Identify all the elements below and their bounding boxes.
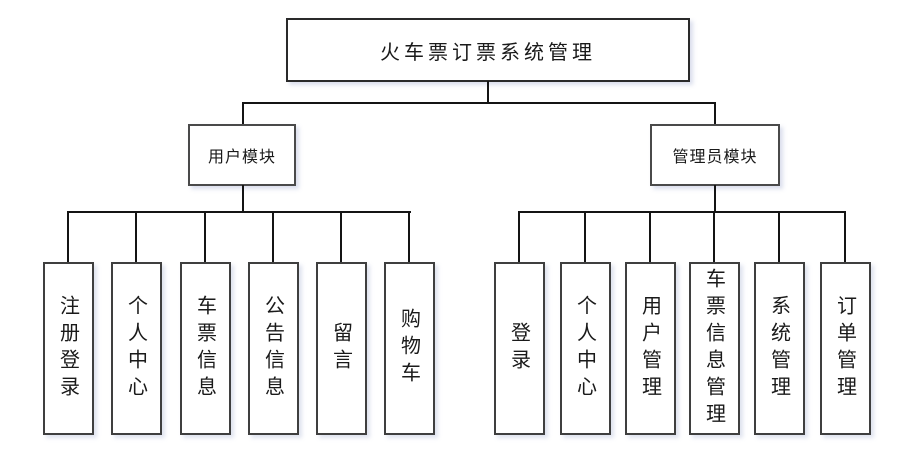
admin-module-node: 管理员模块: [650, 124, 780, 186]
leaf-node-message: 留言: [316, 262, 367, 435]
connector-drop-ticket-info-management: [713, 211, 715, 263]
connector-drop-order-management: [844, 211, 846, 263]
leaf-label-personal-center: 个人中心: [124, 294, 149, 403]
leaf-node-personal-center-admin: 个人中心: [560, 262, 611, 435]
connector-drop-shopping-cart: [408, 211, 410, 263]
connector-drop-login: [518, 211, 520, 263]
connector-drop-message: [340, 211, 342, 263]
leaf-node-login: 登录: [494, 262, 545, 435]
connector-drop-user-management: [649, 211, 651, 263]
connector-drop-personal-center: [135, 211, 137, 263]
connector-admin-bus-stem: [714, 185, 716, 213]
connector-drop-register-login: [67, 211, 69, 263]
root-node: 火车票订票系统管理: [286, 18, 690, 82]
leaf-label-personal-center-admin: 个人中心: [573, 294, 598, 403]
leaf-node-ticket-info: 车票信息: [180, 262, 231, 435]
connector-root-horizontal: [242, 102, 716, 104]
user-module-node: 用户模块: [188, 124, 296, 186]
leaf-label-shopping-cart: 购物车: [397, 308, 422, 389]
connector-drop-ticket-info: [204, 211, 206, 263]
leaf-node-ticket-info-management: 车票信息管理: [689, 262, 740, 435]
leaf-label-order-management: 订单管理: [833, 294, 858, 403]
user-module-label: 用户模块: [207, 147, 276, 166]
leaf-label-user-management: 用户管理: [638, 294, 663, 403]
leaf-node-personal-center: 个人中心: [111, 262, 162, 435]
leaf-label-register-login: 注册登录: [56, 294, 81, 403]
connector-user-module-stem: [242, 102, 244, 125]
leaf-label-ticket-info: 车票信息: [193, 294, 218, 403]
leaf-label-message: 留言: [329, 321, 354, 376]
root-node-label: 火车票订票系统管理: [380, 39, 596, 64]
leaf-node-system-management: 系统管理: [754, 262, 805, 435]
connector-root-stem: [487, 81, 489, 104]
leaf-label-announcement-info: 公告信息: [261, 294, 286, 403]
connector-user-bus: [67, 211, 411, 213]
leaf-node-announcement-info: 公告信息: [248, 262, 299, 435]
admin-module-label: 管理员模块: [672, 147, 758, 166]
connector-user-bus-stem: [242, 185, 244, 213]
leaf-node-user-management: 用户管理: [625, 262, 676, 435]
leaf-label-ticket-info-management: 车票信息管理: [702, 267, 727, 430]
connector-drop-personal-center-admin: [584, 211, 586, 263]
connector-drop-announcement-info: [272, 211, 274, 263]
connector-admin-module-stem: [714, 102, 716, 125]
leaf-label-login: 登录: [507, 321, 532, 376]
connector-admin-bus: [518, 211, 846, 213]
leaf-node-order-management: 订单管理: [820, 262, 871, 435]
leaf-node-shopping-cart: 购物车: [384, 262, 435, 435]
leaf-label-system-management: 系统管理: [767, 294, 792, 403]
leaf-node-register-login: 注册登录: [43, 262, 94, 435]
connector-drop-system-management: [778, 211, 780, 263]
